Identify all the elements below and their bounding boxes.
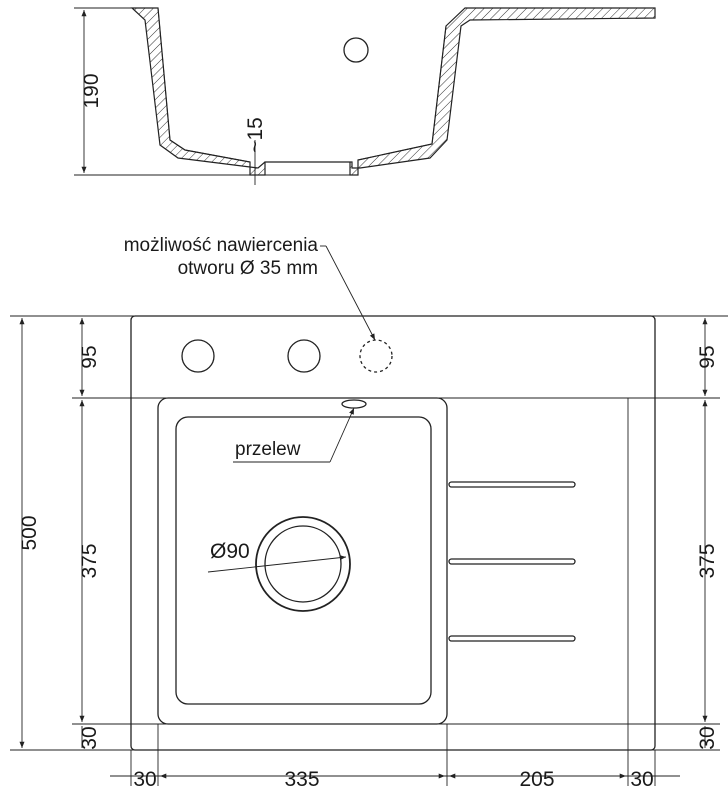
overflow-label: przelew xyxy=(235,439,301,460)
sink-outline xyxy=(130,315,656,751)
drill-note-line1: możliwość nawiercenia xyxy=(124,235,319,256)
dim-bottom-left: 30 xyxy=(133,768,156,791)
sink-profile-section xyxy=(130,7,656,176)
dim-left-bottom: 30 xyxy=(78,726,101,749)
drainer-groove xyxy=(448,481,576,488)
tap-hole-section xyxy=(343,37,369,63)
drill-note-line2: otworu Ø 35 mm xyxy=(178,258,318,279)
drain-diameter-label: Ø90 xyxy=(210,540,250,563)
bowl-rim xyxy=(157,397,448,725)
optional-tap-hole xyxy=(359,339,393,373)
dim-bowl-width: 335 xyxy=(284,768,319,791)
drainer-groove xyxy=(448,635,576,642)
dim-overall-depth: 500 xyxy=(18,515,41,550)
plan-view: przelew Ø90 500 95 375 30 xyxy=(10,315,728,791)
dim-left-mid: 375 xyxy=(78,543,101,578)
dim-right-bottom: 30 xyxy=(696,726,719,749)
drain-inner xyxy=(264,525,342,603)
dim-bottom-right: 30 xyxy=(630,768,653,791)
leader-line xyxy=(325,245,376,341)
section-view: 190 ~15 xyxy=(74,7,656,185)
basin-inner-line-right xyxy=(357,25,447,161)
drill-annotation: możliwość nawiercenia otworu Ø 35 mm xyxy=(124,235,376,341)
drainer-groove xyxy=(448,558,576,565)
dim-190-label: 190 xyxy=(80,73,103,108)
dim-right-top: 95 xyxy=(696,345,719,368)
dim-left-top: 95 xyxy=(78,345,101,368)
tap-hole xyxy=(287,339,321,373)
drain-dim-line xyxy=(207,555,347,573)
overflow-hole xyxy=(341,399,367,409)
dim-right-mid: 375 xyxy=(696,543,719,578)
dim-drainer-width: 205 xyxy=(519,768,554,791)
dim-15-label: ~15 xyxy=(244,117,267,153)
drain-outer xyxy=(255,516,351,612)
leader-line xyxy=(329,407,355,463)
tap-hole xyxy=(181,339,215,373)
bowl-inner xyxy=(175,416,432,705)
basin-inner-line xyxy=(157,7,251,163)
